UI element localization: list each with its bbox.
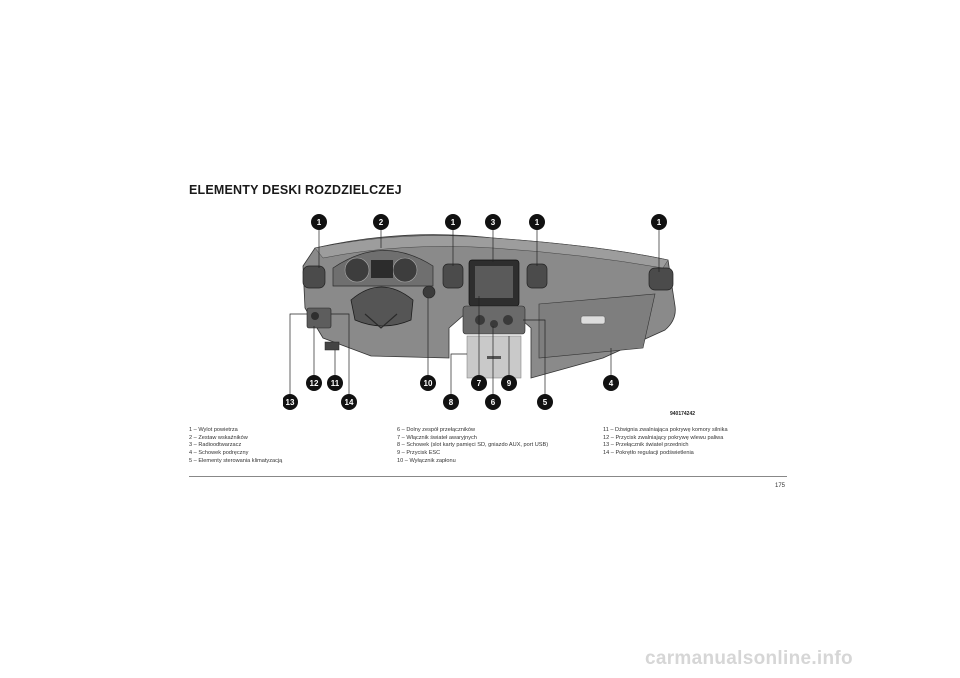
legend-item: 3 – Radioodtwarzacz [189,442,242,449]
callout-label: 1 [317,218,322,227]
legend-column-3: 11 – Dźwignia zwalniająca pokrywę komory… [603,427,728,458]
callout-label: 6 [491,398,496,407]
footer-rule [189,476,787,477]
callout-label: 14 [345,398,354,407]
legend-item: 7 – Włącznik świateł awaryjnych [397,434,477,441]
callout-label: 9 [507,379,512,388]
callout-label: 2 [379,218,384,227]
legend-item: 4 – Schowek podręczny [189,450,249,457]
callout-2 [373,214,389,230]
legend-column-1: 1 – Wylot powietrza 2 – Zestaw wskaźnikó… [189,427,282,466]
callout-13 [283,394,298,410]
legend-item: 1 – Wylot powietrza [189,427,238,433]
callout-label: 11 [331,379,340,388]
callout-9 [501,375,517,391]
legend-item: 11 – Dźwignia zwalniająca pokrywę komory… [603,427,728,433]
legend-item: 10 – Wyłącznik zapłonu [397,457,456,464]
callout-label: 13 [286,398,295,407]
legend-item: 2 – Zestaw wskaźników [189,434,248,441]
legend-item: 13 – Przełącznik świateł przednich [603,442,689,449]
callout-1d [651,214,667,230]
callout-label: 3 [491,218,496,227]
callout-11 [327,375,343,391]
legend-item: 5 – Elementy sterowania klimatyzacją [189,457,283,464]
callout-label: 1 [657,218,662,227]
callout-1b [445,214,461,230]
callout-5 [537,394,553,410]
callout-1c [529,214,545,230]
callout-4 [603,375,619,391]
callout-8 [443,394,459,410]
legend-item: 6 – Dolny zespół przełączników [397,427,476,433]
callout-6 [485,394,501,410]
page-number: 175 [775,483,786,489]
callout-label: 1 [535,218,540,227]
page-title: ELEMENTY DESKI ROZDZIELCZEJ [189,183,402,197]
callout-14 [341,394,357,410]
figure-code: 940174242 [670,411,696,417]
legend-item: 9 – Przycisk ESC [397,450,441,457]
callout-label: 7 [477,379,482,388]
callout-label: 1 [451,218,456,227]
callout-12 [306,375,322,391]
legend-item: 8 – Schowek (slot karty pamięci SD, gnia… [397,442,549,449]
callout-1 [311,214,327,230]
legend-item: 14 – Pokrętło regulacji podświetlenia [603,450,694,457]
legend-item: 12 – Przycisk zwalniający pokrywę wlewu … [603,434,724,441]
callout-label: 12 [310,379,319,388]
callout-label: 5 [543,398,548,407]
callout-label: 10 [424,379,433,388]
callout-10 [420,375,436,391]
dashboard-illustration: 1 2 1 3 1 1 12 11 10 7 9 4 13 14 8 6 5 [283,208,703,420]
watermark: carmanualsonline.info [645,648,853,669]
callout-7 [471,375,487,391]
callout-label: 8 [449,398,454,407]
callout-3 [485,214,501,230]
callout-label: 4 [609,379,614,388]
legend-column-2: 6 – Dolny zespół przełączników 7 – Włącz… [397,427,548,466]
